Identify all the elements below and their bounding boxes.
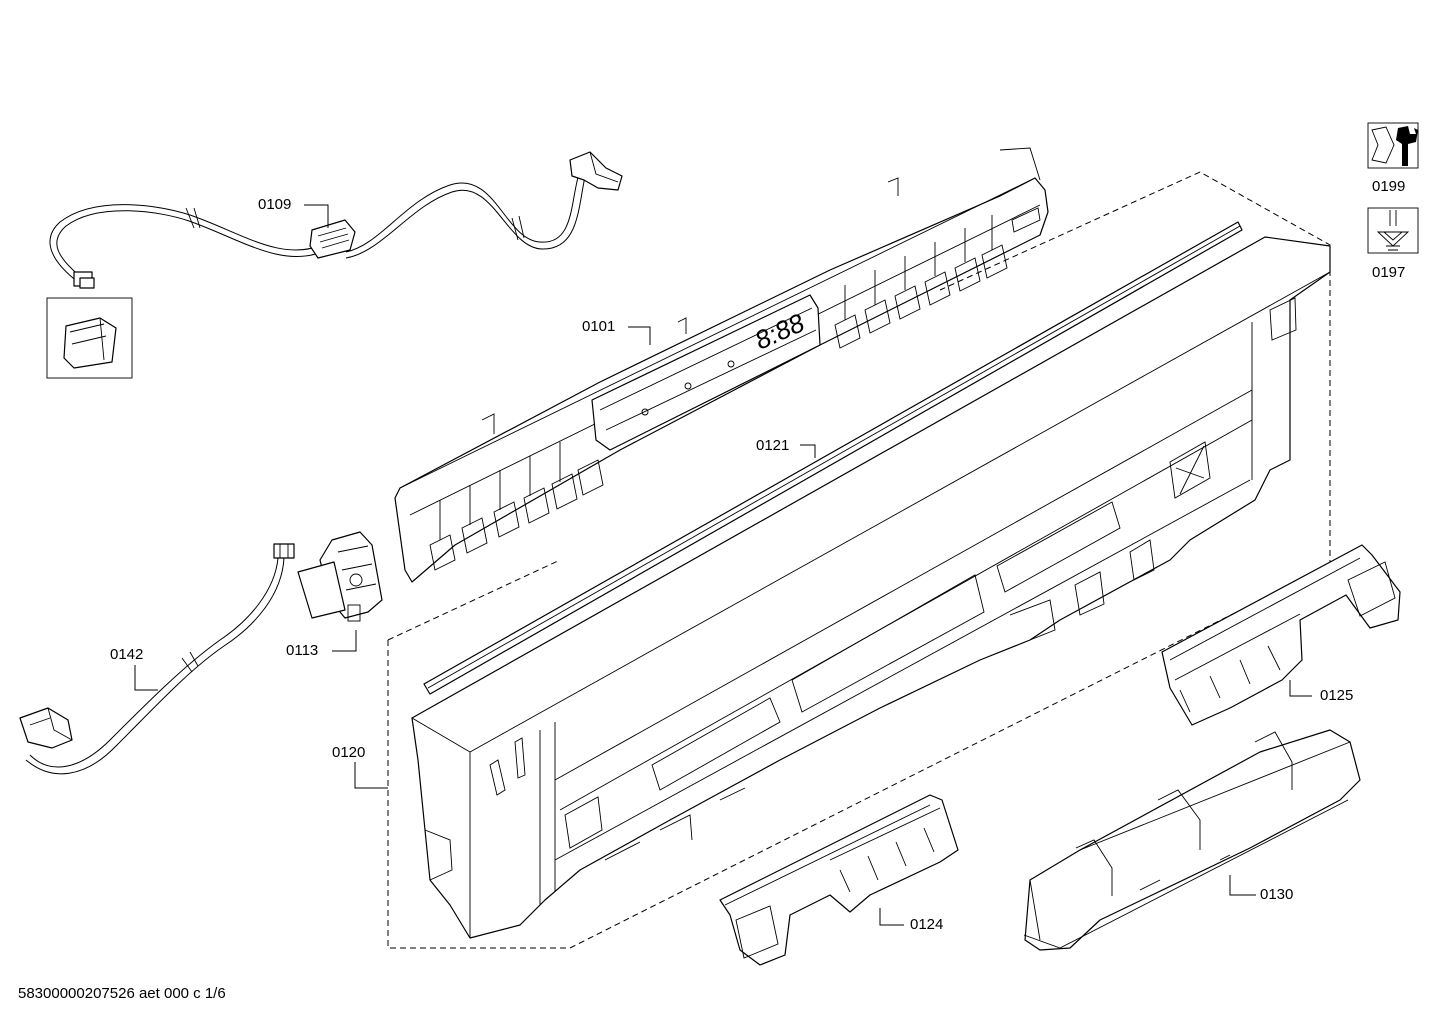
wrench-nut-tool-icon <box>1367 122 1419 169</box>
cable-assembly-0109 <box>49 151 623 289</box>
bracket-0124 <box>719 794 959 966</box>
cable-assembly-0142 <box>19 543 295 775</box>
label-0130: 0130 <box>1260 886 1294 903</box>
label-0199: 0199 <box>1372 178 1406 195</box>
boxed-sub-part <box>46 297 133 379</box>
label-0124: 0124 <box>910 916 944 933</box>
trim-strip-0121 <box>423 221 1243 695</box>
bracket-0125 <box>1161 544 1401 726</box>
drawing-number-footer: 58300000207526 aet 000 c 1/6 <box>18 985 226 1002</box>
label-0197: 0197 <box>1372 264 1406 281</box>
leader-lines <box>134 204 1312 926</box>
label-0120: 0120 <box>332 744 366 761</box>
label-0142: 0142 <box>110 646 144 663</box>
screwdriver-tool-icon <box>1367 207 1419 254</box>
label-0125: 0125 <box>1320 687 1354 704</box>
control-panel-0101: 8:88 <box>394 147 1049 583</box>
cover-0130 <box>1023 729 1361 951</box>
label-0121: 0121 <box>756 437 790 454</box>
label-0109: 0109 <box>258 196 292 213</box>
label-0113: 0113 <box>286 642 319 659</box>
switch-0113 <box>297 531 383 622</box>
front-panel-0120 <box>411 236 1331 939</box>
label-0101: 0101 <box>582 318 616 335</box>
